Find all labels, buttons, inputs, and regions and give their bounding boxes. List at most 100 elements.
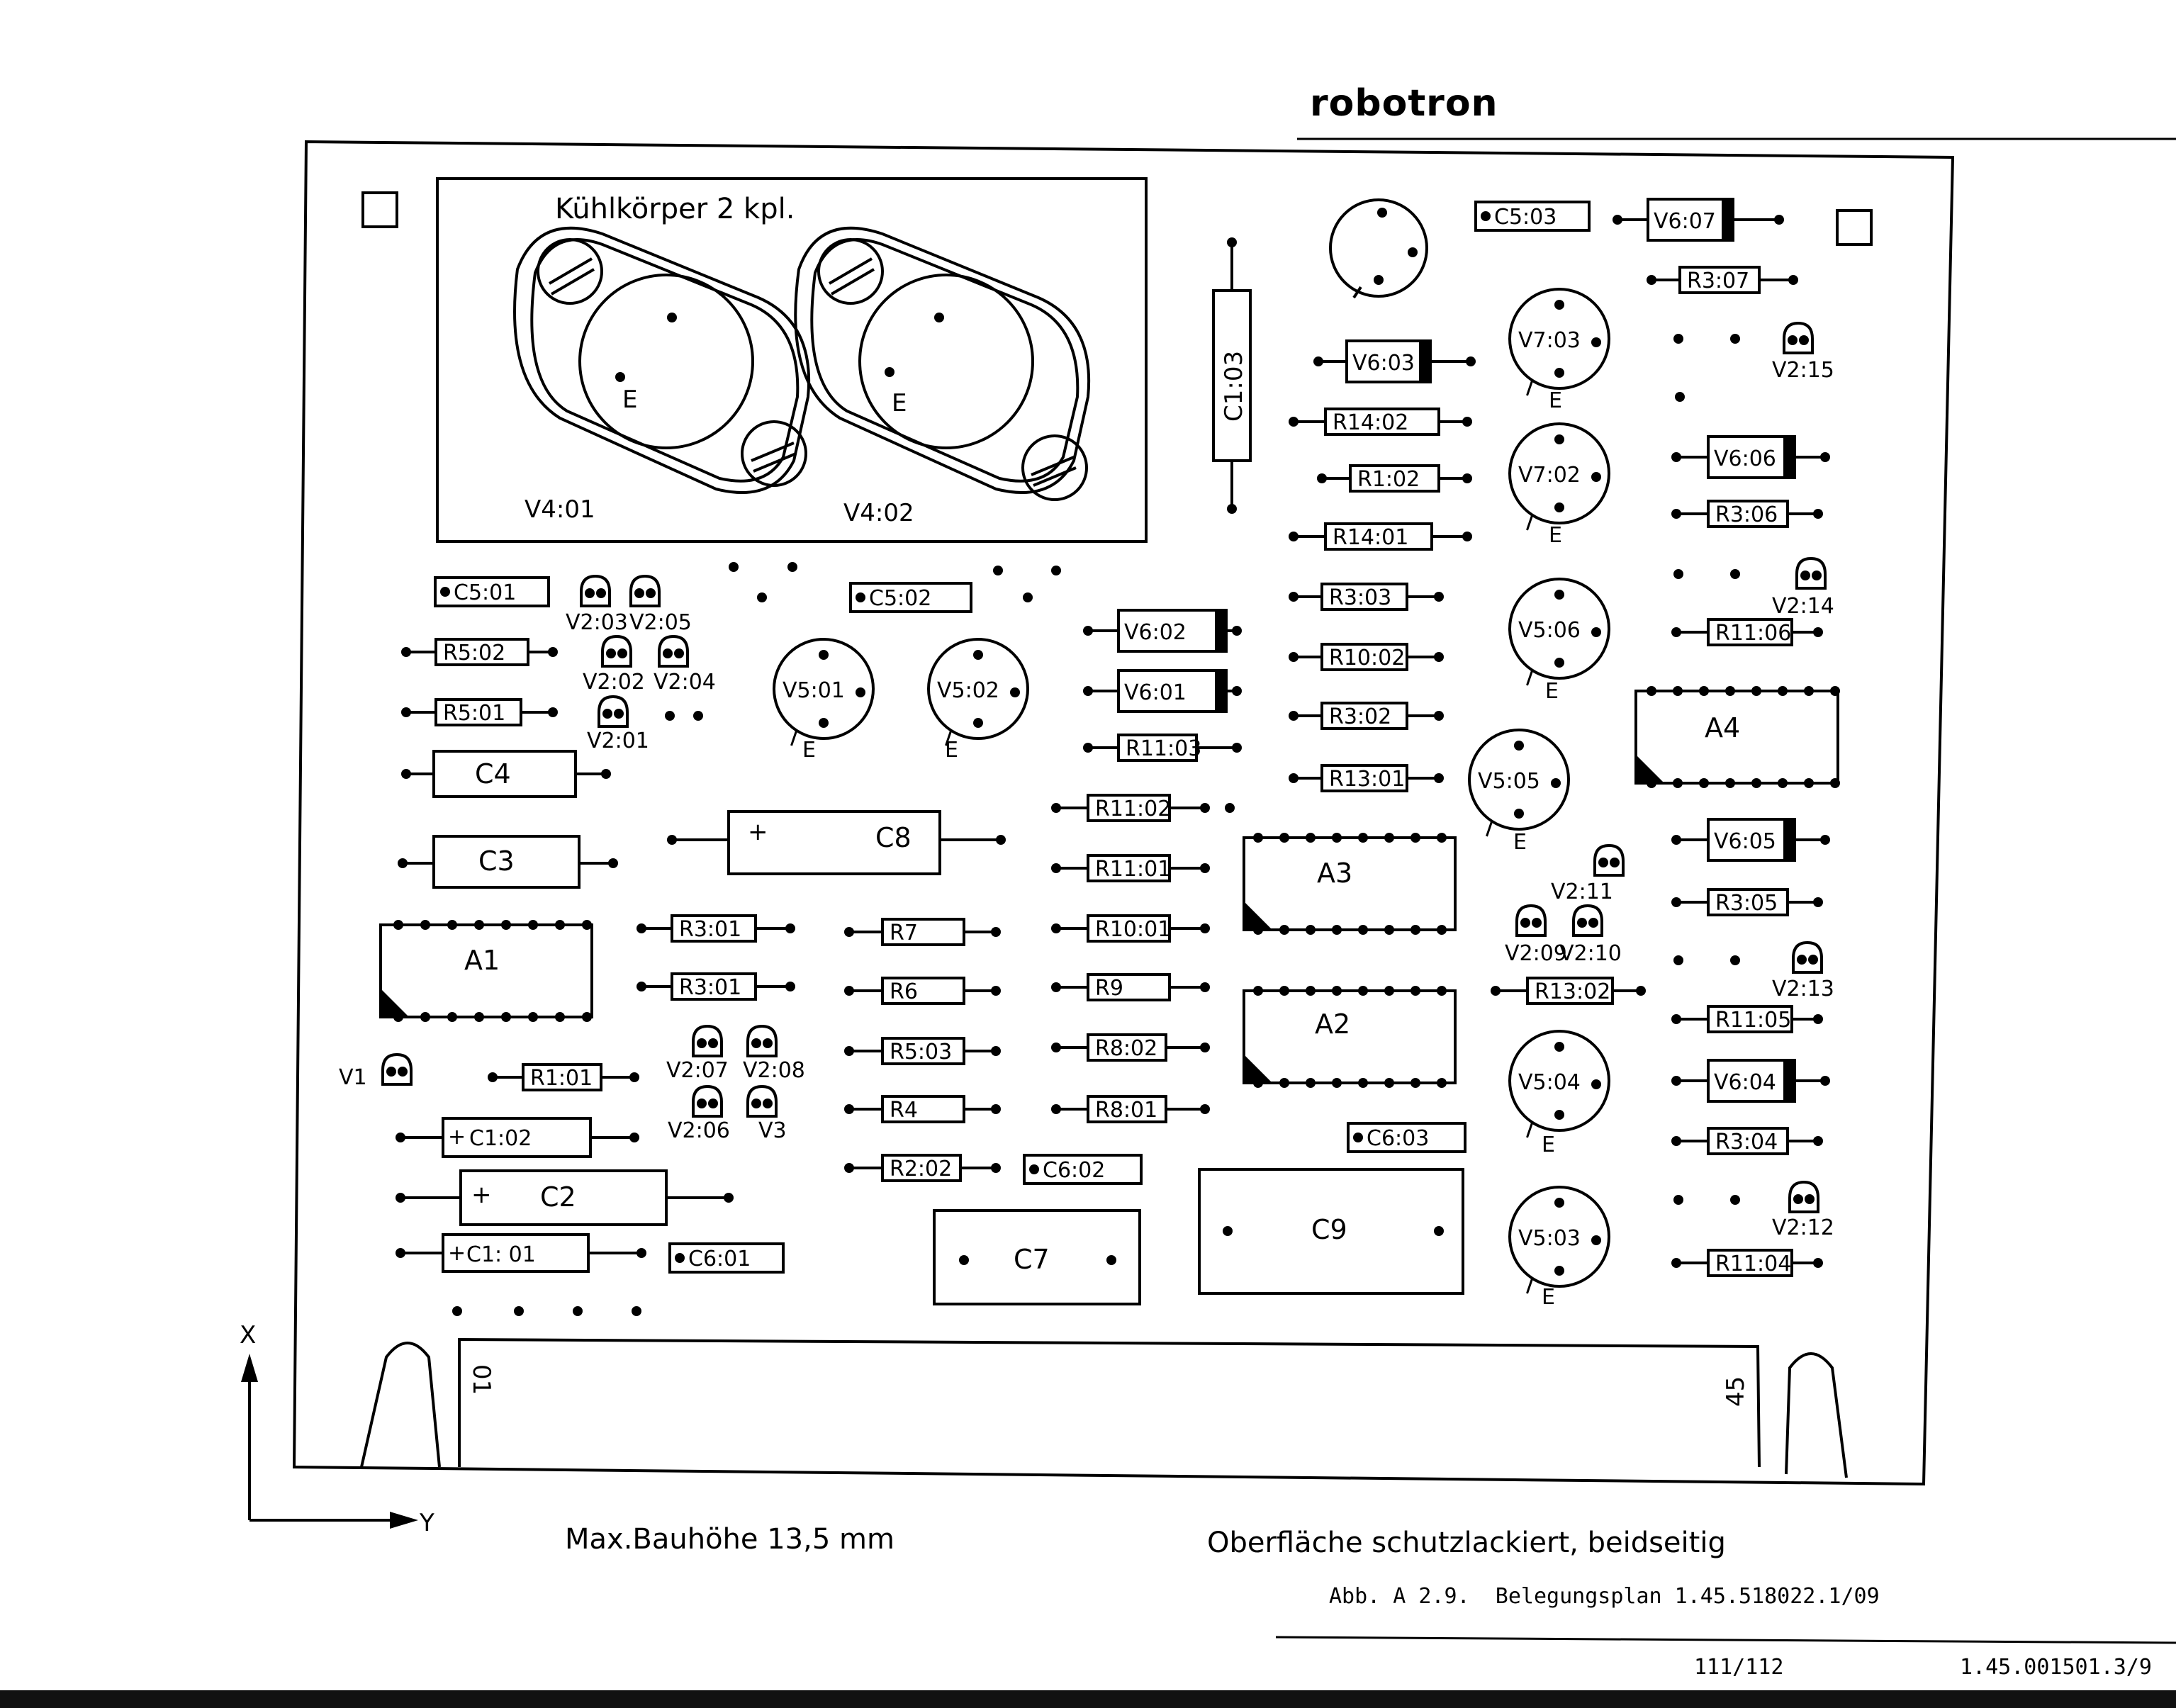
v5-03-label: V5:03 — [1518, 1226, 1581, 1251]
c5-01-label: C5:01 — [454, 580, 516, 605]
component-r8-02: R8:02 — [1051, 1033, 1210, 1062]
transistor-v2-04: V2:04 — [654, 634, 716, 695]
heatsink-title: Kühlkörper 2 kpl. — [555, 193, 795, 225]
r13-01-label: R13:01 — [1329, 767, 1405, 792]
component-r6: R6 — [844, 977, 1001, 1005]
component-r1-02: R1:02 — [1317, 464, 1472, 493]
component-r10-02: R10:02 — [1289, 643, 1444, 671]
v5-01-label: V5:01 — [783, 678, 845, 703]
emitter-label: E — [1549, 388, 1562, 413]
r11-03-label: R11:03 — [1126, 736, 1201, 761]
component-r3-01b: R3:01 — [636, 972, 795, 1001]
v2-02-label: V2:02 — [583, 670, 645, 695]
component-r11-03: R11:03 — [1083, 734, 1242, 762]
transistor-v5-02: V5:02E — [927, 638, 1029, 763]
emitter-label: E — [1542, 1285, 1555, 1310]
emitter-label: E — [1545, 679, 1559, 704]
diode-v6-02: V6:02 — [1083, 609, 1242, 653]
r2-02-label: R2:02 — [890, 1157, 952, 1181]
c1-03-label: C1:03 — [1220, 351, 1248, 422]
emitter-label: E — [892, 389, 907, 417]
diode-v6-04: V6:04 — [1671, 1059, 1830, 1103]
transistor-v2-05: V2:05 — [629, 574, 692, 635]
r5-01-label: R5:01 — [443, 701, 505, 726]
transistor-v2-08: V2:08 — [743, 1024, 805, 1083]
transistor-v2-11: V2:11 — [1551, 843, 1625, 904]
ic-a3-label: A3 — [1317, 858, 1352, 889]
transistor-v3: V3 — [746, 1084, 787, 1143]
component-r8-01: R8:01 — [1051, 1095, 1210, 1123]
scan-edge-bottom — [0, 1690, 2176, 1708]
v2-07-label: V2:07 — [666, 1058, 729, 1083]
r3-01a-label: R3:01 — [679, 917, 741, 942]
r3-01b-label: R3:01 — [679, 975, 741, 1000]
v2-01-label: V2:01 — [587, 729, 649, 753]
r10-02-label: R10:02 — [1329, 646, 1405, 670]
transistor-v2-15: V2:15 — [1772, 321, 1834, 383]
v2-03-label: V2:03 — [566, 610, 628, 635]
transistor-v2-10: V2:10 — [1559, 904, 1622, 966]
transistor-v4-02: E — [794, 226, 1091, 501]
transistor-v7-03: V7:03E — [1508, 288, 1610, 413]
heatsink-label-right: V4:02 — [843, 499, 914, 527]
component-r3-05: R3:05 — [1671, 888, 1823, 916]
transistor-v5-06: V5:06E — [1508, 578, 1610, 704]
capacitor-c3: C3 — [398, 835, 618, 889]
transistor-v5-03: V5:03E — [1508, 1186, 1610, 1310]
component-r5-01: R5:01 — [401, 698, 558, 726]
component-r5-03: R5:03 — [844, 1037, 1001, 1065]
capacitor-c1-03: C1:03 — [1212, 237, 1252, 514]
component-r2-02: R2:02 — [844, 1154, 1001, 1182]
v1-label: V1 — [339, 1065, 367, 1090]
capacitor-c5-02: C5:02 — [849, 582, 972, 613]
v2-12-label: V2:12 — [1772, 1215, 1834, 1240]
figure-caption: Abb. A 2.9. Belegungsplan 1.45.518022.1/… — [1329, 1584, 1880, 1609]
component-r3-06: R3:06 — [1671, 500, 1823, 528]
c6-01-label: C6:01 — [688, 1247, 751, 1271]
component-r10-01: R10:01 — [1051, 914, 1210, 943]
v5-06-label: V5:06 — [1518, 618, 1581, 643]
v6-07-label: V6:07 — [1654, 209, 1716, 234]
r3-07-label: R3:07 — [1687, 269, 1749, 293]
ic-a1: A1 — [379, 923, 593, 1018]
ic-a4-label: A4 — [1705, 712, 1740, 743]
v6-01-label: V6:01 — [1124, 680, 1187, 705]
component-r14-01: R14:01 — [1289, 522, 1472, 551]
v6-06-label: V6:06 — [1714, 446, 1776, 471]
emitter-label: E — [1513, 830, 1527, 855]
component-r7: R7 — [844, 918, 1001, 946]
ic-a1-label: A1 — [464, 945, 500, 976]
diode-v6-06: V6:06 — [1671, 435, 1830, 479]
r8-01-label: R8:01 — [1095, 1098, 1157, 1123]
transistor-v2-02: V2:02 — [583, 634, 645, 695]
diode-v6-01: V6:01 — [1083, 669, 1242, 713]
component-r11-06: R11:06 — [1671, 618, 1823, 646]
component-r3-03: R3:03 — [1289, 583, 1444, 611]
component-r1-01: R1:01 — [488, 1063, 639, 1091]
transistor-v2-12: V2:12 — [1772, 1180, 1834, 1240]
component-r13-01: R13:01 — [1289, 764, 1444, 792]
r5-03-label: R5:03 — [890, 1040, 952, 1064]
r10-01-label: R10:01 — [1095, 917, 1171, 942]
ic-a2-label: A2 — [1315, 1008, 1350, 1040]
transistor-v5-05: V5:05E — [1468, 729, 1570, 855]
c8-label: C8 — [875, 822, 912, 853]
component-r3-02: R3:02 — [1289, 702, 1444, 730]
component-r3-01a: R3:01 — [636, 914, 795, 943]
v5-05-label: V5:05 — [1478, 769, 1540, 794]
r13-02-label: R13:02 — [1535, 979, 1610, 1004]
v2-04-label: V2:04 — [654, 670, 716, 695]
capacitor-c6-01: C6:01 — [668, 1242, 785, 1274]
component-r13-02: R13:02 — [1491, 977, 1646, 1005]
page-number: 111/112 — [1694, 1655, 1783, 1680]
v2-11-label: V2:11 — [1551, 880, 1613, 904]
capacitor-c8: +C8 — [667, 810, 1006, 875]
c4-label: C4 — [475, 758, 511, 790]
transistor-v1: V1 — [339, 1052, 413, 1090]
r8-02-label: R8:02 — [1095, 1036, 1157, 1061]
r3-05-label: R3:05 — [1715, 891, 1778, 916]
svg-text:+: + — [448, 1241, 466, 1266]
axis-y-label: Y — [419, 1509, 434, 1537]
transistor-v2-06: V2:06 — [668, 1084, 730, 1143]
transistor-v2-13: V2:13 — [1772, 940, 1834, 1001]
